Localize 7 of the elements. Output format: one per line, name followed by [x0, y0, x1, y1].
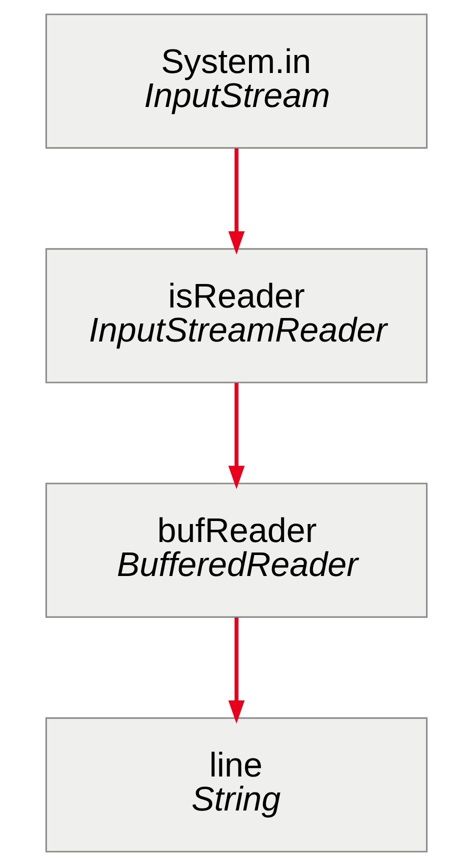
arrow: [228, 148, 245, 255]
node-box: isReader InputStreamReader: [45, 248, 428, 384]
node-box: bufReader BufferedReader: [45, 482, 428, 618]
node-box: line String: [45, 717, 428, 852]
node-box: System.in InputStream: [45, 14, 428, 149]
arrow: [228, 618, 245, 724]
arrow: [228, 382, 245, 490]
